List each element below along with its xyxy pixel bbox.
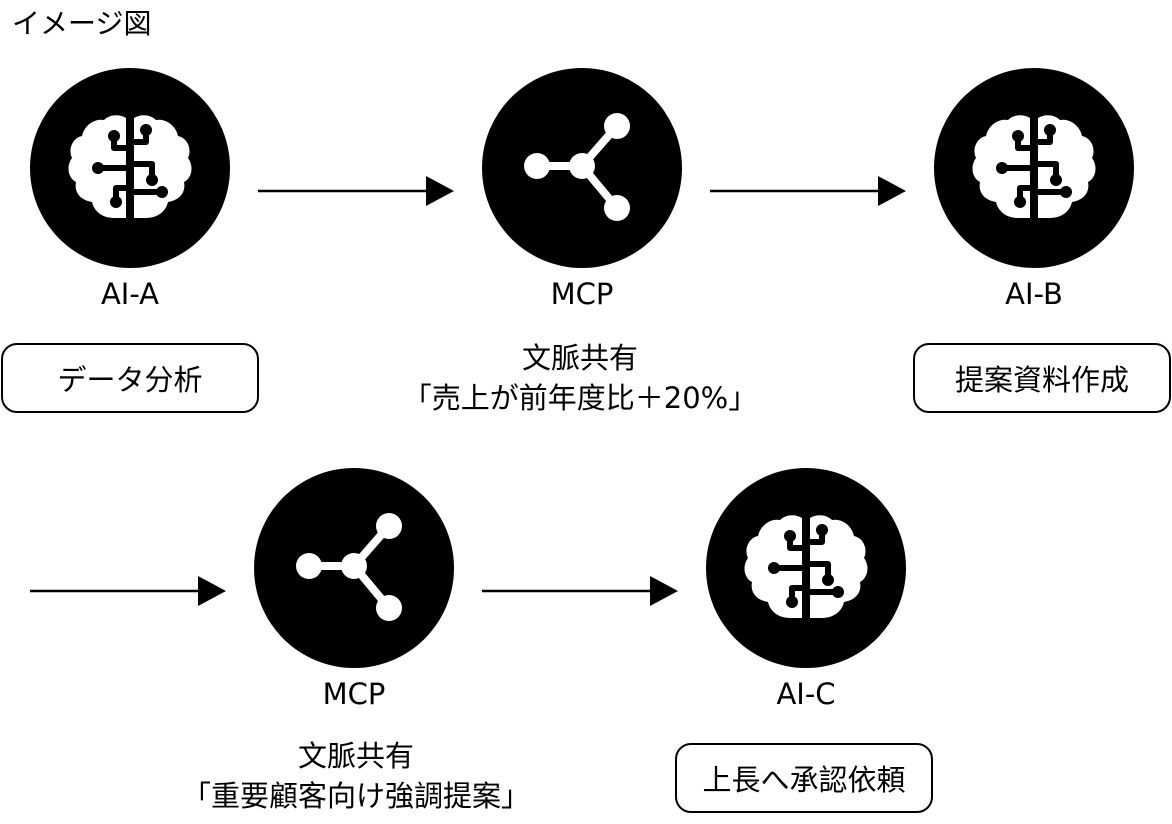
brain-circuit-icon: [972, 115, 1096, 221]
mcp-2-label: MCP: [322, 677, 386, 711]
ai-c-task-text: 上長へ承認依頼: [702, 763, 906, 797]
diagram-title: イメージ図: [12, 7, 152, 40]
ai-a-task-text: データ分析: [57, 363, 203, 397]
arrow-continue-to-mcp-2: [30, 576, 226, 606]
mcp-2-share: 文脈共有 「重要顧客向け強調提案」: [116, 736, 596, 816]
mcp-node-2: [254, 468, 454, 668]
arrow-ai-a-to-mcp: [258, 176, 454, 206]
ai-c-node: [706, 468, 906, 668]
mcp-2-share-heading: 文脈共有: [297, 739, 414, 773]
mcp-2-share-content: 「重要顧客向け強調提案」: [181, 779, 530, 813]
arrow-mcp-2-to-ai-c: [482, 576, 678, 606]
mcp-1-label: MCP: [550, 277, 614, 311]
brain-circuit-icon: [744, 515, 868, 621]
ai-b-label: AI-B: [1005, 277, 1063, 311]
ai-c-task-box: 上長へ承認依頼: [675, 743, 933, 813]
mcp-1-share: 文脈共有 「売上が前年度比＋20%」: [340, 338, 820, 418]
ai-c-label: AI-C: [776, 677, 836, 711]
ai-b-node: [934, 68, 1134, 268]
ai-b-task-box: 提案資料作成: [913, 343, 1171, 413]
mcp-1-share-heading: 文脈共有: [521, 341, 638, 375]
share-nodes-icon: [296, 513, 402, 621]
ai-a-task-box: データ分析: [1, 343, 259, 413]
mcp-node-1: [482, 68, 682, 268]
arrow-mcp-to-ai-b: [710, 176, 906, 206]
share-nodes-icon: [524, 113, 630, 221]
ai-a-label: AI-A: [100, 277, 160, 311]
mcp-1-share-content: 「売上が前年度比＋20%」: [402, 381, 758, 415]
ai-b-task-text: 提案資料作成: [954, 363, 1129, 397]
ai-a-node: [30, 68, 230, 268]
brain-circuit-icon: [68, 115, 192, 221]
